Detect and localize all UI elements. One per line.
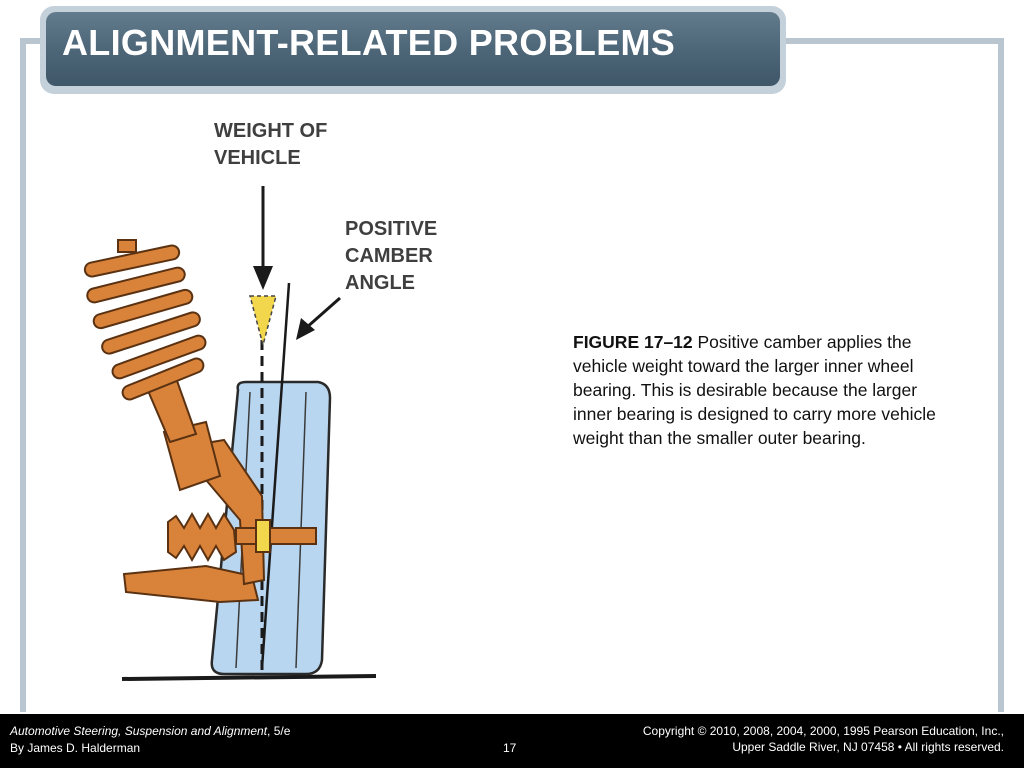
weight-label: WEIGHT OF VEHICLE (214, 118, 327, 172)
camber-arrow-head (296, 318, 315, 340)
copyright-line2: Upper Saddle River, NJ 07458 • All right… (732, 740, 1004, 754)
title-bar (46, 12, 780, 86)
camber-arrow (305, 296, 341, 330)
axle-shaft (235, 527, 317, 545)
lower-control-arm (122, 564, 260, 604)
strut-mount (117, 239, 137, 253)
book-title: Automotive Steering, Suspension and Alig… (10, 724, 268, 738)
camber-label: POSITIVE CAMBER ANGLE (345, 216, 437, 297)
page-title: ALIGNMENT-RELATED PROBLEMS (62, 22, 676, 63)
inner-bearing (255, 519, 271, 553)
weight-arrow-head (253, 266, 273, 290)
author: By James D. Halderman (10, 741, 141, 755)
copyright-line1: Copyright © 2010, 2008, 2004, 2000, 1995… (642, 724, 1004, 738)
camber-line (260, 282, 291, 669)
caption-text: Positive camber applies the vehicle weig… (573, 332, 936, 448)
figure-number: FIGURE 17–12 (573, 332, 693, 352)
page-number: 17 (503, 741, 517, 755)
camber-label-line2: CAMBER (345, 245, 433, 267)
footer: Automotive Steering, Suspension and Alig… (0, 714, 1024, 768)
coil-spring (83, 244, 207, 401)
book-title-line: Automotive Steering, Suspension and Alig… (10, 724, 290, 738)
weight-label-line2: VEHICLE (214, 147, 301, 169)
weight-triangle (249, 295, 277, 348)
cv-boot (167, 511, 238, 563)
camber-label-line3: ANGLE (345, 272, 415, 294)
ground-line (121, 674, 377, 681)
weight-label-line1: WEIGHT OF (214, 120, 328, 142)
figure-caption: FIGURE 17–12 Positive camber applies the… (573, 330, 943, 450)
camber-label-line1: POSITIVE (345, 218, 438, 240)
book-edition: , 5/e (267, 724, 291, 738)
